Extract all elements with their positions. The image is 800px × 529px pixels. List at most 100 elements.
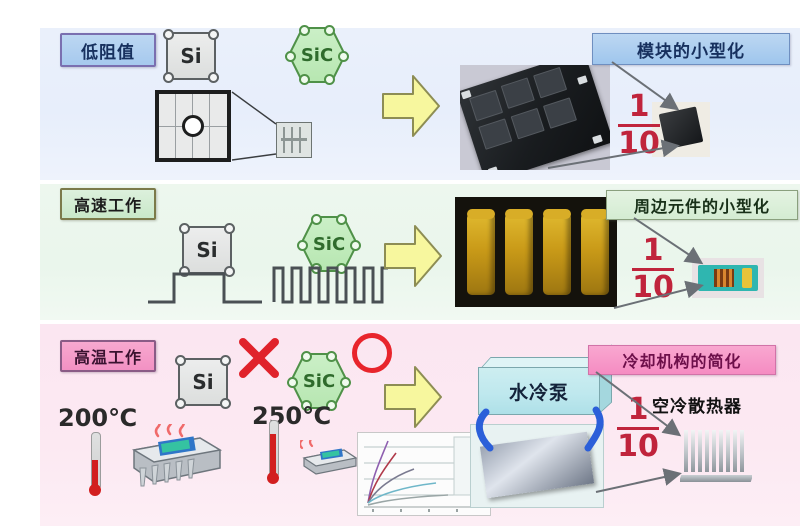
- si-symbol-label: Si: [192, 370, 214, 394]
- flow-arrow-row3: [383, 363, 443, 431]
- sic-vertex-dot: [299, 74, 310, 85]
- sic-vertex-dot: [336, 214, 347, 225]
- die-center-hole: [182, 115, 204, 137]
- heatsink-fin: [691, 430, 695, 472]
- si-symbol-row3: Si: [175, 355, 231, 409]
- sic-vertex-dot: [350, 240, 361, 251]
- sic-vertex-dot: [340, 377, 351, 388]
- sic-vertex-dot: [301, 400, 312, 411]
- coldplate-body: [479, 431, 595, 499]
- module-terminal: [487, 166, 499, 170]
- si-corner-dot: [175, 355, 186, 366]
- sic-symbol-row2: SiC: [297, 214, 361, 274]
- air-cooled-heatsink-label: 空冷散热器: [652, 397, 742, 417]
- chip-body: [658, 106, 704, 150]
- sic-vertex-dot: [287, 377, 298, 388]
- fraction-numerator: 1: [627, 392, 649, 427]
- large-inductor-photo: [455, 197, 617, 307]
- row-tag-low-resistance: 低阻值: [60, 33, 156, 67]
- inductor-coil: [581, 209, 609, 295]
- sic-switching-waveform: [272, 262, 390, 306]
- si-corner-dot: [208, 72, 219, 83]
- si-rejected-cross-icon: [237, 336, 281, 380]
- water-pump-box: 水冷泵: [478, 344, 625, 415]
- fraction-one-tenth-row2: 1 10: [632, 236, 674, 303]
- heatsink-fin: [698, 430, 702, 472]
- si-switching-waveform: [146, 268, 266, 308]
- si-corner-dot: [224, 223, 235, 234]
- sic-vertex-dot: [301, 351, 312, 362]
- sic-vertex-dot: [297, 240, 308, 251]
- module-cell: [469, 89, 504, 122]
- sic-vertex-dot: [324, 74, 335, 85]
- fraction-numerator: 1: [628, 89, 650, 124]
- sic-vertex-dot: [324, 25, 335, 36]
- si-corner-dot: [224, 266, 235, 277]
- miniature-chip-photo: [652, 102, 710, 157]
- result-tag-label: 冷却机构的简化: [622, 352, 742, 371]
- result-tag-peripheral-miniaturization: 周边元件的小型化: [606, 190, 798, 220]
- thermometer-mercury: [270, 434, 276, 478]
- si-corner-dot: [220, 398, 231, 409]
- si-corner-dot: [179, 266, 190, 277]
- row-tag-high-temperature: 高温工作: [60, 340, 156, 372]
- sic-approved-circle-icon: [352, 333, 392, 373]
- heatsink-fin: [740, 430, 744, 472]
- cell-trace: [281, 138, 307, 141]
- result-tag-cooling-simplification: 冷却机构的简化: [588, 345, 776, 375]
- fraction-one-tenth-row1: 1 10: [618, 92, 660, 159]
- coil-cap: [543, 209, 571, 219]
- small-inductor-photo: [692, 258, 764, 298]
- flow-arrow-row1: [381, 72, 441, 140]
- power-module-photo: [460, 65, 610, 170]
- result-tag-label: 模块的小型化: [637, 41, 745, 62]
- thermometer-mercury: [92, 460, 98, 490]
- fraction-denominator: 10: [617, 429, 659, 464]
- si-symbol-row2: Si: [179, 223, 235, 277]
- sic-symbol-row3: SiC: [287, 351, 351, 411]
- module-cell: [533, 66, 568, 99]
- heatsink-fin: [712, 430, 716, 472]
- fraction-numerator: 1: [642, 233, 664, 268]
- water-pump-label: 水冷泵: [508, 381, 569, 404]
- heatsink-fin: [684, 430, 688, 472]
- si-corner-dot: [163, 29, 174, 40]
- heatsink-base: [680, 475, 752, 482]
- sic-vertex-dot: [299, 25, 310, 36]
- sic-vertex-dot: [338, 51, 349, 62]
- pump-box-front-face: 水冷泵: [478, 367, 600, 415]
- sic-vertex-dot: [311, 214, 322, 225]
- coil-cap: [505, 209, 533, 219]
- inductor-coil: [505, 209, 533, 295]
- component-core: [714, 269, 734, 287]
- heatsink-fin: [726, 430, 730, 472]
- module-cell: [500, 77, 535, 109]
- module-cell: [542, 97, 578, 129]
- sic-symbol-row1: SiC: [285, 25, 349, 85]
- result-tag-label: 周边元件的小型化: [633, 197, 770, 216]
- fraction-bar: [618, 124, 660, 127]
- sic-symbol-label: SiC: [300, 44, 334, 66]
- water-cooled-coldplate-photo: [470, 424, 604, 508]
- si-temperature-label: 200℃: [58, 404, 138, 432]
- si-corner-dot: [220, 355, 231, 366]
- flow-arrow-row2: [383, 222, 443, 290]
- inductor-coil: [467, 209, 495, 295]
- si-cooling-device-illustration: [128, 414, 224, 494]
- module-body: [460, 65, 610, 170]
- module-terminal: [577, 75, 588, 85]
- thermometer-icon-200: [88, 432, 102, 496]
- row-tag-high-speed-label: 高速工作: [73, 196, 142, 215]
- fraction-bar: [632, 268, 674, 271]
- small-component-body: [698, 265, 758, 291]
- si-corner-dot: [175, 398, 186, 409]
- component-winding: [742, 268, 752, 288]
- si-corner-dot: [208, 29, 219, 40]
- sic-vertex-dot: [326, 351, 337, 362]
- thermometer-bulb: [267, 472, 279, 484]
- fraction-one-tenth-row3: 1 10: [617, 395, 659, 462]
- heatsink-fin: [733, 430, 737, 472]
- row-tag-high-temperature-label: 高温工作: [73, 348, 142, 367]
- coil-cap: [467, 209, 495, 219]
